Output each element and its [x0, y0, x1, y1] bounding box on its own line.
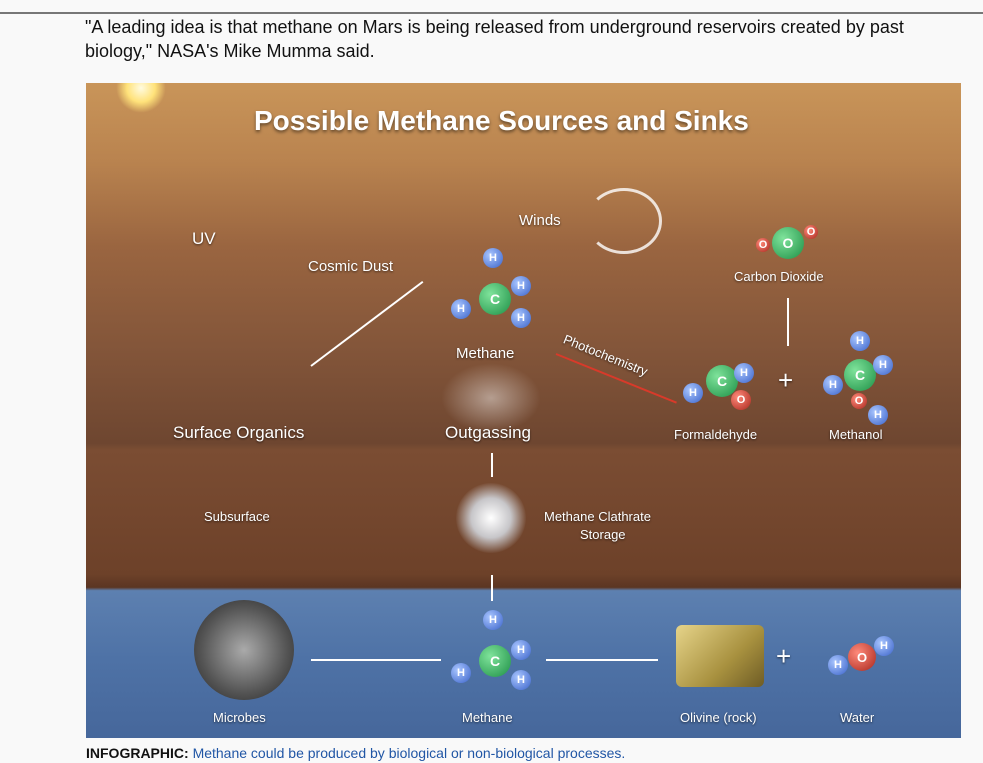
microbes-image [194, 600, 294, 700]
arrow-up-outgas [491, 453, 493, 477]
winds-swirl-icon [586, 188, 662, 254]
label-water: Water [840, 710, 875, 725]
plus-sign-bottom: + [776, 641, 792, 671]
label-surface-organics: Surface Organics [173, 423, 305, 442]
plus-sign: + [778, 365, 794, 395]
caption-text: Methane could be produced by biological … [192, 745, 626, 761]
figure-caption: INFOGRAPHIC: Methane could be produced b… [86, 745, 625, 761]
label-outgassing: Outgassing [445, 423, 531, 442]
label-methane-bottom: Methane [462, 710, 513, 725]
arrow-olivine [546, 659, 658, 661]
label-photochemistry: Photochemistry [561, 331, 650, 380]
caption-label: INFOGRAPHIC: [86, 745, 189, 761]
top-divider [0, 12, 983, 14]
infographic-title: Possible Methane Sources and Sinks [254, 105, 749, 136]
methane-infographic: Possible Methane Sources and Sinks UV Co… [86, 83, 961, 738]
label-formaldehyde: Formaldehyde [674, 427, 758, 442]
arrow-up-co2 [787, 298, 789, 346]
label-uv: UV [192, 229, 216, 248]
label-winds: Winds [519, 212, 561, 229]
label-carbon-dioxide: Carbon Dioxide [734, 269, 824, 284]
article-quote: "A leading idea is that methane on Mars … [85, 17, 904, 61]
outgassing-cloud [441, 363, 541, 433]
arrow-organics [310, 280, 424, 367]
clathrate-cage-icon [456, 483, 526, 553]
arrow-up-clathrate [491, 575, 493, 601]
arrow-microbes [311, 659, 441, 661]
label-clathrate: Methane Clathrate [544, 509, 651, 524]
label-cosmic-dust: Cosmic Dust [308, 258, 394, 275]
olivine-rock-image [676, 625, 764, 687]
sun-icon [116, 83, 166, 113]
label-subsurface: Subsurface [204, 509, 270, 524]
label-clathrate-storage: Storage [580, 527, 626, 542]
label-olivine: Olivine (rock) [680, 710, 757, 725]
label-microbes: Microbes [213, 710, 266, 725]
label-methanol: Methanol [829, 427, 883, 442]
label-methane-top: Methane [456, 345, 515, 362]
